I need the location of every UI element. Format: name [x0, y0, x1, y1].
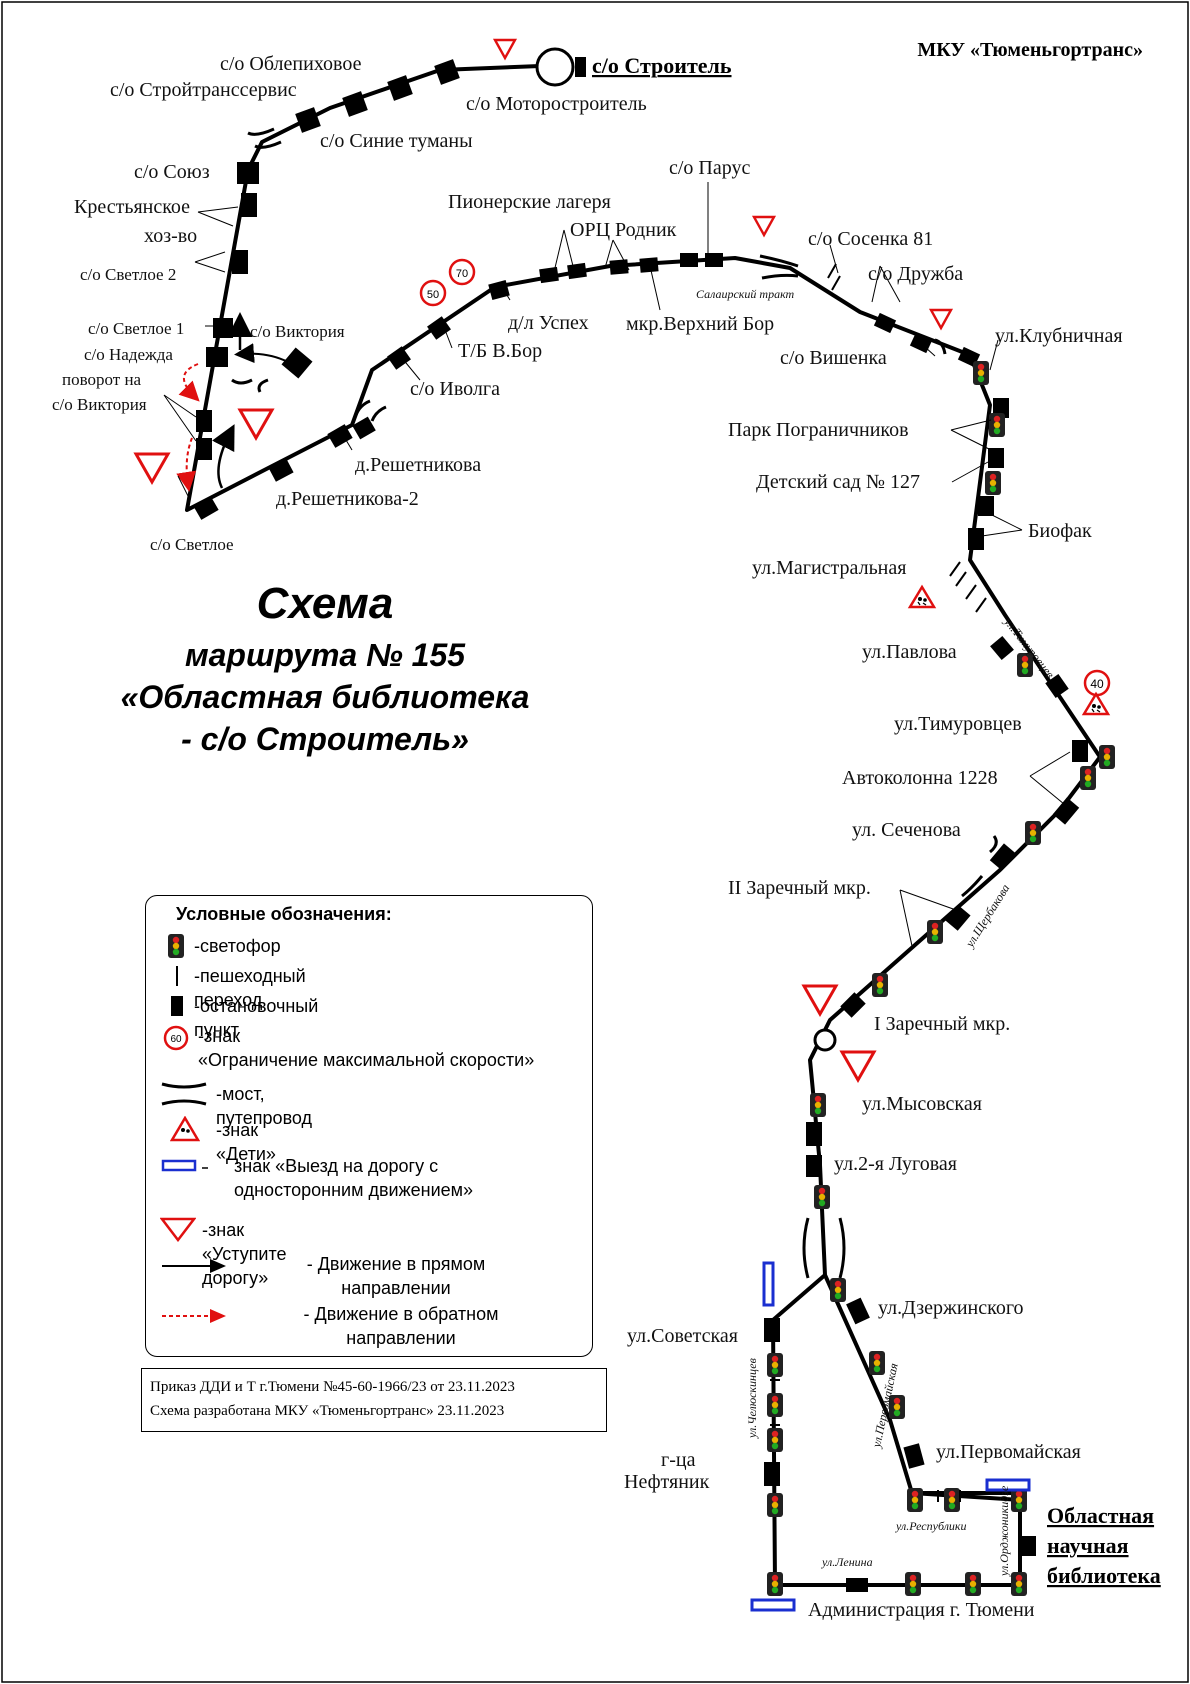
one-way-sign-icon [161, 1159, 208, 1172]
stop-label: I Заречный мкр. [874, 1013, 1010, 1035]
stop-label: Парк Пограничников [728, 419, 909, 441]
terminal-circle [535, 47, 575, 87]
svg-text:Салаирский тракт: Салаирский тракт [696, 287, 795, 301]
svg-text:ул.Ленина: ул.Ленина [821, 1555, 873, 1569]
stop-label: ул.Советская [627, 1325, 738, 1347]
stop-label: с/о Светлое [150, 535, 234, 554]
stop-label: с/о Иволга [410, 378, 500, 400]
yield-sign-icon [160, 1217, 196, 1242]
stop-label: Администрация г. Тюмени [808, 1599, 1035, 1621]
stop-label: поворот на [62, 370, 142, 389]
order-line: Приказ ДДИ и Т г.Тюмени №45-60-1966/23 о… [150, 1379, 515, 1395]
leader-lines [163, 182, 1071, 947]
stop-markers [193, 59, 1088, 1592]
stop-label: ул.2-я Луговая [834, 1153, 957, 1175]
legend: Условные обозначения: -светофор -пешеход… [145, 895, 593, 1357]
legend-title: Условные обозначения: [176, 904, 392, 924]
stop-label: д.Решетникова [355, 454, 481, 476]
stop-label: мкр.Верхний Бор [626, 313, 774, 335]
children-sign-icon [170, 1116, 200, 1142]
stop-label: с/о Дружба [868, 263, 963, 285]
stop-icon [575, 57, 586, 77]
stop-label: с/о Надежда [84, 345, 173, 364]
svg-text:40: 40 [1090, 677, 1104, 691]
roundabout [813, 1028, 837, 1052]
stop-label: Крестьянское [74, 196, 190, 218]
stop-label: с/о Светлое 1 [88, 319, 184, 338]
stop-label: с/о Светлое 2 [80, 265, 176, 284]
stop-label: Т/Б В.Бор [458, 340, 542, 362]
svg-text:Схема: Схема [257, 579, 394, 628]
stop-label: с/о Моторостроитель [466, 93, 647, 115]
route-title: Схема маршрута № 155 «Областная библиоте… [121, 579, 530, 757]
svg-text:50: 50 [427, 289, 439, 301]
svg-text:Областная: Областная [1047, 1503, 1154, 1528]
stop-label: с/о Синие туманы [320, 130, 473, 152]
stop-label: ул.Первомайская [936, 1441, 1081, 1463]
bridge-icon [161, 1082, 207, 1106]
stop-label: Автоколонна 1228 [842, 767, 998, 789]
stop-label: Детский сад № 127 [756, 471, 920, 493]
svg-text:70: 70 [456, 268, 468, 280]
stop-label: ОРЦ Родник [570, 219, 677, 241]
stop-label: д/л Успех [508, 312, 589, 334]
stop-label: Нефтяник [624, 1471, 710, 1493]
stop-label: с/о Союз [134, 161, 210, 183]
stop-label: с/о Облепиховое [220, 53, 362, 75]
order-line: Схема разработана МКУ «Тюменьгортранс» 2… [150, 1403, 505, 1419]
stop-label: ул.Тимуровцев [894, 713, 1022, 735]
stop-label: г-ца [661, 1449, 696, 1471]
stop-icon [171, 996, 183, 1016]
svg-text:маршрута № 155: маршрута № 155 [185, 637, 466, 673]
stop-label: с/о Виктория [52, 395, 147, 414]
stop-label: с/о Стройтранссервис [110, 79, 297, 101]
stop-labels: с/о Облепиховое с/о Стройтранссервис с/о… [52, 53, 1123, 1621]
svg-text:«Областная библиотека: «Областная библиотека [121, 679, 530, 715]
crosswalk-icon [176, 966, 178, 986]
svg-text:научная: научная [1047, 1533, 1129, 1558]
stop-label: ул.Павлова [862, 641, 957, 663]
stop-label: ул.Дзержинского [878, 1297, 1024, 1319]
bridge-icons [231, 127, 998, 1279]
route-line [185, 64, 1102, 1587]
traffic-light-icons [767, 361, 1115, 1596]
stop-label: с/о Виктория [250, 322, 345, 341]
traffic-light-icon [168, 934, 184, 958]
svg-text:ул.Орджоникидзе: ул.Орджоникидзе [997, 1485, 1011, 1577]
stop-label: Биофак [1028, 520, 1092, 542]
organization-name: МКУ «Тюменьгортранс» [917, 39, 1143, 61]
stop-label: II Заречный мкр. [728, 877, 871, 899]
svg-text:ул.Республики: ул.Республики [895, 1519, 967, 1533]
direction-arrows [176, 312, 289, 492]
stop-label: ул.Клубничная [995, 325, 1123, 347]
stop-label: Пионерские лагеря [448, 191, 611, 213]
speed-limit-icon: 60 [163, 1025, 189, 1051]
stop-label: ул.Магистральная [752, 557, 906, 579]
stop-label: д.Решетникова-2 [276, 488, 419, 510]
svg-text:60: 60 [170, 1034, 182, 1045]
crosswalk-marks [770, 263, 987, 1502]
terminal-end: Областная научная библиотека [1047, 1503, 1161, 1588]
svg-text:- с/о Строитель»: - с/о Строитель» [181, 721, 469, 757]
one-way-sign-icons [750, 1261, 1031, 1612]
forward-arrow-icon [162, 1259, 226, 1273]
svg-text:библиотека: библиотека [1047, 1563, 1161, 1588]
terminal-start-label: с/о Строитель [592, 53, 732, 78]
speed-limit-icons: 50 70 40 [419, 258, 1111, 697]
order-info: Приказ ДДИ и Т г.Тюмени №45-60-1966/23 о… [141, 1368, 607, 1432]
stop-label: хоз-во [144, 225, 197, 247]
svg-text:ул.Челюскинцев: ул.Челюскинцев [745, 1358, 759, 1439]
reverse-arrow-icon [162, 1309, 226, 1323]
stop-label: с/о Парус [669, 157, 750, 179]
stop-label: с/о Вишенка [780, 347, 887, 369]
stop-label: с/о Сосенка 81 [808, 228, 933, 250]
stop-label: ул. Сеченова [852, 819, 961, 841]
stop-label: ул.Мысовская [862, 1093, 982, 1115]
